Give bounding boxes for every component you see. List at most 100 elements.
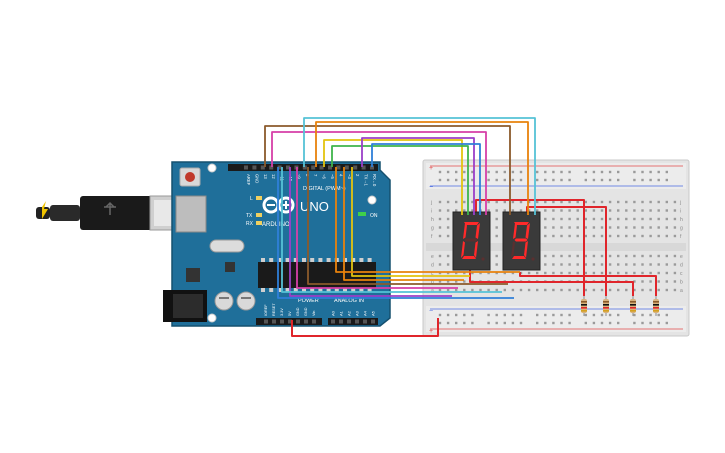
power-pin[interactable] [280,319,284,324]
resistor-band [630,301,636,303]
header-pin-4[interactable] [336,165,341,170]
analog-pin[interactable] [331,319,335,324]
breadboard-hole [544,271,547,275]
breadboard-hole [552,263,555,266]
chip-pin [310,288,315,292]
analog-pin[interactable] [339,319,343,324]
chip-pin [269,288,274,292]
red-wires [291,199,657,337]
resistor-band [603,307,609,309]
breadboard-hole [617,263,620,266]
reset-button-cap[interactable] [185,172,195,182]
header-pin-10[interactable] [286,165,290,170]
power-pin[interactable] [296,319,300,324]
dc-power-jack-inner [173,294,203,318]
header-pin-3[interactable] [344,165,349,170]
segment-c [524,241,528,258]
resistor-band [653,301,659,303]
breadboard-hole [479,271,482,275]
pin-label: 4 [338,174,343,177]
header-pin-AREF[interactable] [244,165,248,170]
usb-symbol-icon [104,201,116,215]
power-pin[interactable] [288,319,292,324]
header-pin-8[interactable] [302,165,307,170]
breadboard-hole [665,200,668,204]
breadboard-hole [471,170,474,174]
header-pin-RX0[interactable] [370,165,374,170]
segment-g [464,238,478,242]
wire-red [475,199,585,296]
breadboard-hole [438,226,442,229]
breadboard-hole [600,254,604,258]
header-pin-5[interactable] [328,165,332,170]
breadboard-hole [463,200,466,204]
power-pin[interactable] [312,319,316,324]
breadboard-hole [633,226,636,229]
power-pin[interactable] [264,319,268,324]
breadboard-hole [633,271,636,275]
chip-pin [359,288,364,292]
breadboard-hole [487,313,490,317]
power-pin[interactable] [304,319,308,324]
header-pin-12[interactable] [269,165,274,170]
breadboard-hole [568,209,571,212]
breadboard-hole [455,271,458,275]
breadboard-hole [657,313,660,317]
breadboard-hole [568,200,571,204]
segment-f [513,223,517,239]
header-pin-2[interactable] [353,165,358,170]
breadboard-hole [600,226,604,229]
header-pin-11[interactable] [277,165,282,170]
breadboard-hole [503,321,506,325]
breadboard-hole [495,263,498,266]
segment-b [525,223,530,239]
breadboard-hole [592,271,596,275]
breadboard-hole [511,170,515,174]
analog-pin[interactable] [355,319,359,324]
analog-pin[interactable] [363,319,367,324]
tx-led [256,213,262,217]
breadboard-hole [657,234,660,238]
breadboard-hole [552,226,555,229]
capacitor [236,291,256,311]
breadboard-hole [657,178,660,182]
row-letter: j [430,200,432,206]
header-pin-GND[interactable] [252,165,257,170]
power-pin[interactable] [272,319,276,324]
header-pin-13[interactable] [260,165,265,170]
header-pin-7[interactable] [311,165,316,170]
breadboard-hole [487,200,490,204]
breadboard-hole [673,200,677,204]
analog-label: ANALOG IN [334,298,364,304]
seven-segment-display-left [452,211,491,271]
breadboard-hole [519,321,523,325]
analog-pin[interactable] [347,319,351,324]
breadboard-hole [446,234,450,238]
header-pin-TX1[interactable] [361,165,366,170]
analog-pin[interactable] [371,319,375,324]
arduino-uno-board[interactable]: ARDUINO UNO ON TX RX L DIGITAL (PWM~) PO… [163,161,391,327]
breadboard-hole [592,263,596,266]
breadboard-hole [608,288,612,292]
breadboard-hole [479,288,482,292]
breadboard-hole [617,321,620,325]
breadboard-hole [617,271,620,275]
breadboard-hole [495,226,498,229]
breadboard-hole [673,234,677,238]
wire-orange [335,167,520,273]
breadboard-hole [438,288,442,292]
breadboard-hole [552,217,555,221]
breadboard-hole [560,209,563,212]
breadboard-hole [471,271,474,275]
breadboard-hole [471,200,474,204]
breadboard-hole [519,200,523,204]
breadboard-hole [617,226,620,229]
row-letter: b [680,280,683,286]
breadboard-hole [649,234,652,238]
header-pin-6[interactable] [319,165,324,170]
analog-pin-label: A2 [347,310,352,316]
breadboard-hole [649,313,652,317]
breadboard-hole [438,234,442,238]
breadboard-hole [455,170,458,174]
wire-yellow [323,139,463,215]
